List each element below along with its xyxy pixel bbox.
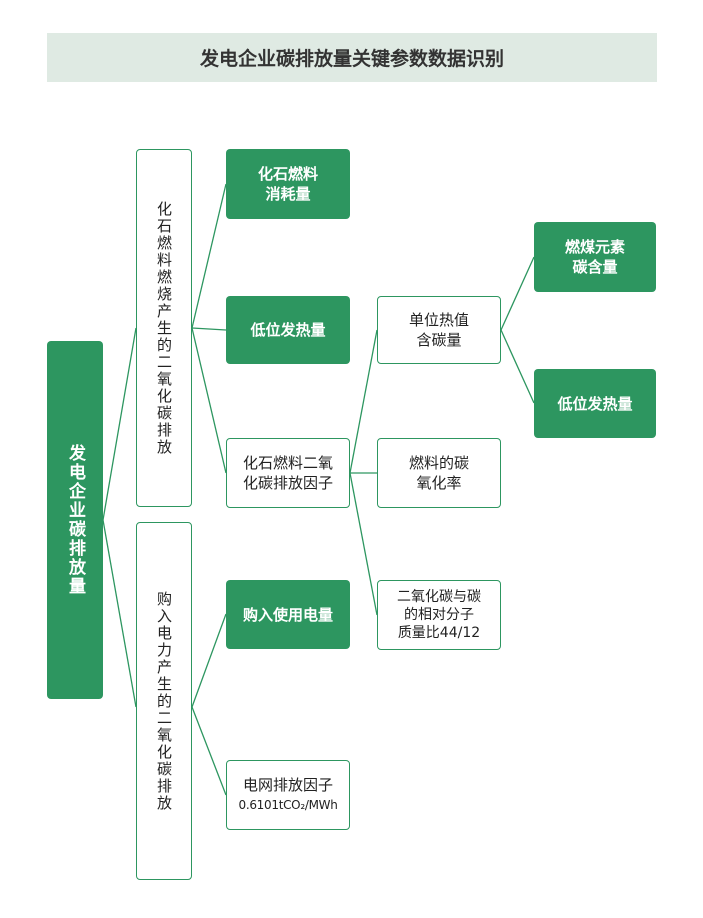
link-factor-carbon-per-heat	[349, 329, 378, 474]
coal-carbon-node: 燃煤元素 碳含量	[534, 222, 656, 292]
page-title: 发电企业碳排放量关键参数数据识别	[47, 33, 657, 82]
link-root-fossil	[102, 327, 137, 521]
root-node: 发电企业碳排放量	[47, 341, 103, 699]
emission-factor-node: 化石燃料二氧 化碳排放因子	[226, 438, 350, 508]
fossil-branch-node: 化石燃料燃烧产生的二氧化碳排放	[136, 149, 192, 507]
link-fossil-emission-factor	[191, 327, 227, 474]
link-carbon-coal-heat	[500, 329, 535, 404]
link-factor-molecular	[349, 472, 378, 616]
carbon-per-heat-node: 单位热值 含碳量	[377, 296, 501, 364]
fuel-consumption-node: 化石燃料 消耗量	[226, 149, 350, 219]
grid-factor-value: 0.6101tCO₂/MWh	[238, 798, 338, 812]
fossil-branch-label: 化石燃料燃烧产生的二氧化碳排放	[155, 200, 173, 456]
link-carbon-coal	[500, 256, 535, 331]
grid-factor-node: 电网排放因子 0.6101tCO₂/MWh	[226, 760, 350, 830]
electricity-branch-node: 购入电力产生的二氧化碳排放	[136, 522, 192, 880]
link-electricity-grid	[191, 706, 227, 796]
link-fossil-low-heat	[191, 327, 227, 331]
root-label: 发电企业碳排放量	[65, 444, 85, 596]
grid-factor-label: 电网排放因子	[242, 776, 333, 794]
oxidation-rate-node: 燃料的碳 氧化率	[377, 438, 501, 508]
link-root-electricity	[102, 519, 137, 708]
link-fossil-fuel-consumption	[191, 183, 227, 329]
molecular-ratio-node: 二氧化碳与碳 的相对分子 质量比44/12	[377, 580, 501, 650]
purchased-power-node: 购入使用电量	[226, 580, 350, 649]
coal-low-heat-node: 低位发热量	[534, 369, 656, 438]
link-electricity-purchased	[191, 613, 227, 708]
low-heat-value-node: 低位发热量	[226, 296, 350, 364]
electricity-branch-label: 购入电力产生的二氧化碳排放	[155, 590, 173, 812]
